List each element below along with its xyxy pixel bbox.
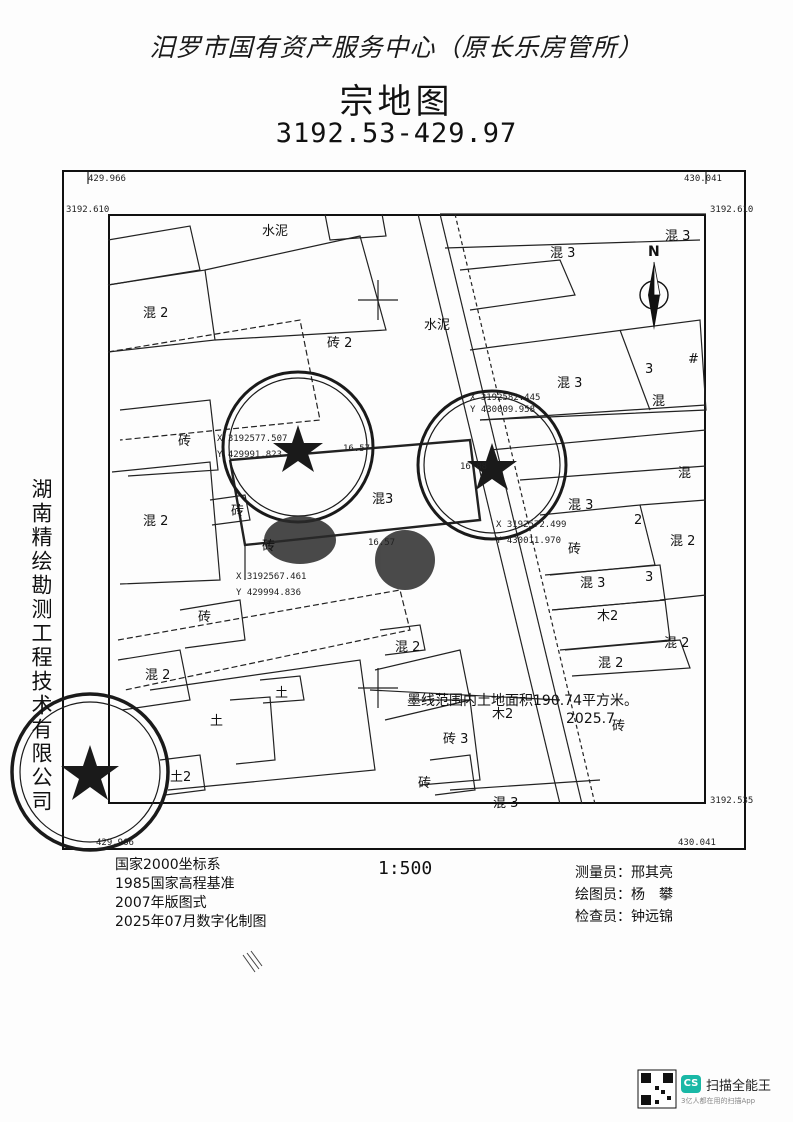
north-arrow-icon <box>639 261 669 330</box>
map-label: 混 <box>678 466 692 481</box>
map-label: 水泥 <box>262 224 289 239</box>
map-outer-frame <box>62 170 746 850</box>
point-coord: X 3192582.445 <box>470 393 541 403</box>
corner-coord-right-top: 3192.610 <box>710 205 754 215</box>
scanner-logo-icon: CS <box>681 1075 701 1093</box>
map-label: 混 3 <box>550 246 576 261</box>
map-label: 砖 <box>178 434 192 449</box>
map-label: 混 2 <box>598 656 624 671</box>
point-coord: Y 430009.958 <box>470 405 536 415</box>
map-label: 混 2 <box>143 306 169 321</box>
point-coord: X 3192577.507 <box>217 434 288 444</box>
date-note: 2025.7 <box>566 711 615 727</box>
scanner-tagline: 3亿人都在用的扫描App <box>681 1097 756 1105</box>
map-format: 2007年版图式 <box>115 895 207 911</box>
map-label: 混 3 <box>568 498 594 513</box>
road-edge-line <box>417 213 561 805</box>
stamp-community-right <box>416 389 568 541</box>
map-label: 混 3 <box>580 576 606 591</box>
map-label: 木2 <box>492 707 514 722</box>
point-coord: Y 429991.823 <box>217 450 283 460</box>
edge-length: 16.88 <box>460 462 488 472</box>
map-label: 混 3 <box>493 796 519 811</box>
area-note: 墨线范围内土地面积190.74平方米。 <box>407 693 638 709</box>
footer-left: 国家2000坐标系 1985国家高程基准 2007年版图式 2025年07月数字… <box>115 856 266 932</box>
qr-code-icon <box>637 1069 677 1109</box>
map-inner-frame <box>108 214 706 804</box>
map-scale: 1:500 <box>378 858 433 879</box>
map-label: 混 <box>652 394 666 409</box>
map-label: 砖 3 <box>443 732 469 747</box>
drafter: 绘图员：杨 攀 <box>575 887 673 903</box>
map-label: 2 <box>634 513 643 528</box>
parcel-number: 3192.53-429.97 <box>275 118 518 149</box>
map-label: 混 2 <box>145 668 171 683</box>
map-label: 混 2 <box>395 640 421 655</box>
point-coord: X 3192567.461 <box>236 572 307 582</box>
map-label: 砖 <box>612 719 626 734</box>
map-label: 木2 <box>597 609 619 624</box>
map-label: 土2 <box>170 770 192 785</box>
corner-coord-bottom-left: 429.966 <box>96 838 134 848</box>
map-label: 混 3 <box>557 376 583 391</box>
point-coord: Y 429994.836 <box>236 588 302 598</box>
map-label: 3 <box>645 570 654 585</box>
corner-coord-right-bottom: 3192.535 <box>710 796 754 806</box>
height-datum: 1985国家高程基准 <box>115 876 235 892</box>
coord-system: 国家2000坐标系 <box>115 857 221 873</box>
map-label: 混 2 <box>664 636 690 651</box>
corner-coord-left-top: 3192.610 <box>66 205 110 215</box>
map-label: 混 3 <box>665 229 691 244</box>
edge-length: 16.57 <box>368 538 396 548</box>
map-label: 砖 <box>568 542 582 557</box>
map-label: 土 <box>275 686 289 701</box>
point-coord: X 3192572.499 <box>496 520 567 530</box>
map-label: 砖 <box>418 776 432 791</box>
map-label: 3 <box>645 362 654 377</box>
checker: 检查员：钟远锦 <box>575 909 673 925</box>
corner-coord-top-left: 429.966 <box>88 174 126 184</box>
map-label: 土 <box>210 714 224 729</box>
stamp-company <box>10 692 170 852</box>
road-edge-line <box>439 213 583 805</box>
page-title: 宗地图 <box>339 82 454 122</box>
map-label: # <box>688 352 699 367</box>
map-label: 砖 <box>231 504 245 519</box>
company-side-label: 湖南精绘勘测工程技术有限公司 <box>29 478 53 814</box>
point-coord: Y 430011.970 <box>496 536 562 546</box>
handwritten-title: 汨罗市国有资产服务中心（原长乐房管所） <box>149 33 644 62</box>
corner-coord-top-right: 430.041 <box>684 174 722 184</box>
map-label: 混3 <box>372 492 394 507</box>
edge-length: 16.57 <box>343 444 371 454</box>
map-label: 砖 <box>262 539 276 554</box>
corner-coord-bottom-right: 430.041 <box>678 838 716 848</box>
map-label: 砖 <box>198 610 212 625</box>
surveyor: 测量员：邢其亮 <box>575 865 673 881</box>
footer-right: 测量员：邢其亮 绘图员：杨 攀 检查员：钟远锦 <box>575 862 673 928</box>
scanner-name: 扫描全能王 <box>706 1079 772 1094</box>
map-label: 水泥 <box>424 318 451 333</box>
map-label: 混 2 <box>670 534 696 549</box>
north-label: N <box>648 244 660 260</box>
map-label: 混 2 <box>143 514 169 529</box>
map-label: 砖 2 <box>327 336 353 351</box>
made-date: 2025年07月数字化制图 <box>115 914 267 930</box>
